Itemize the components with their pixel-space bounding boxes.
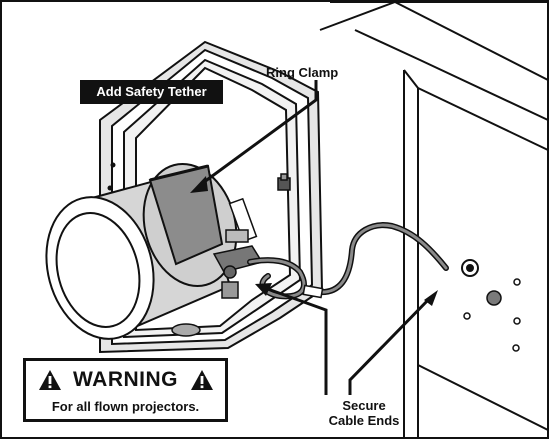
warning-box: WARNING For all flown projectors. — [23, 358, 228, 422]
ring-clamp-arrow — [199, 80, 318, 187]
projector-chassis — [319, 1, 549, 438]
add-safety-tether-label: Add Safety Tether — [80, 80, 223, 104]
ring-clamp-label: Ring Clamp — [266, 65, 339, 80]
adjust-knob — [277, 173, 291, 191]
warning-triangle-icon — [191, 370, 213, 390]
secure-label-line-2: Cable Ends — [328, 413, 400, 428]
chassis-screws — [463, 278, 521, 352]
arrow-heads — [190, 176, 438, 306]
secure-label-line-1: Secure — [342, 398, 386, 413]
callout-arrows — [199, 80, 432, 395]
secure-arrow-right — [348, 296, 432, 395]
warning-title: WARNING — [73, 368, 178, 391]
cable-ferrule — [302, 284, 324, 299]
cable-eyelet — [461, 259, 479, 277]
chassis-stud — [486, 290, 502, 306]
secure-cable-ends-label: Secure Cable Ends — [308, 398, 420, 428]
secure-arrow-left — [264, 286, 328, 395]
warning-triangle-icon — [39, 370, 61, 390]
warning-subtitle: For all flown projectors. — [51, 399, 200, 414]
mount-screws — [107, 162, 116, 191]
clamp-hardware — [171, 197, 264, 337]
